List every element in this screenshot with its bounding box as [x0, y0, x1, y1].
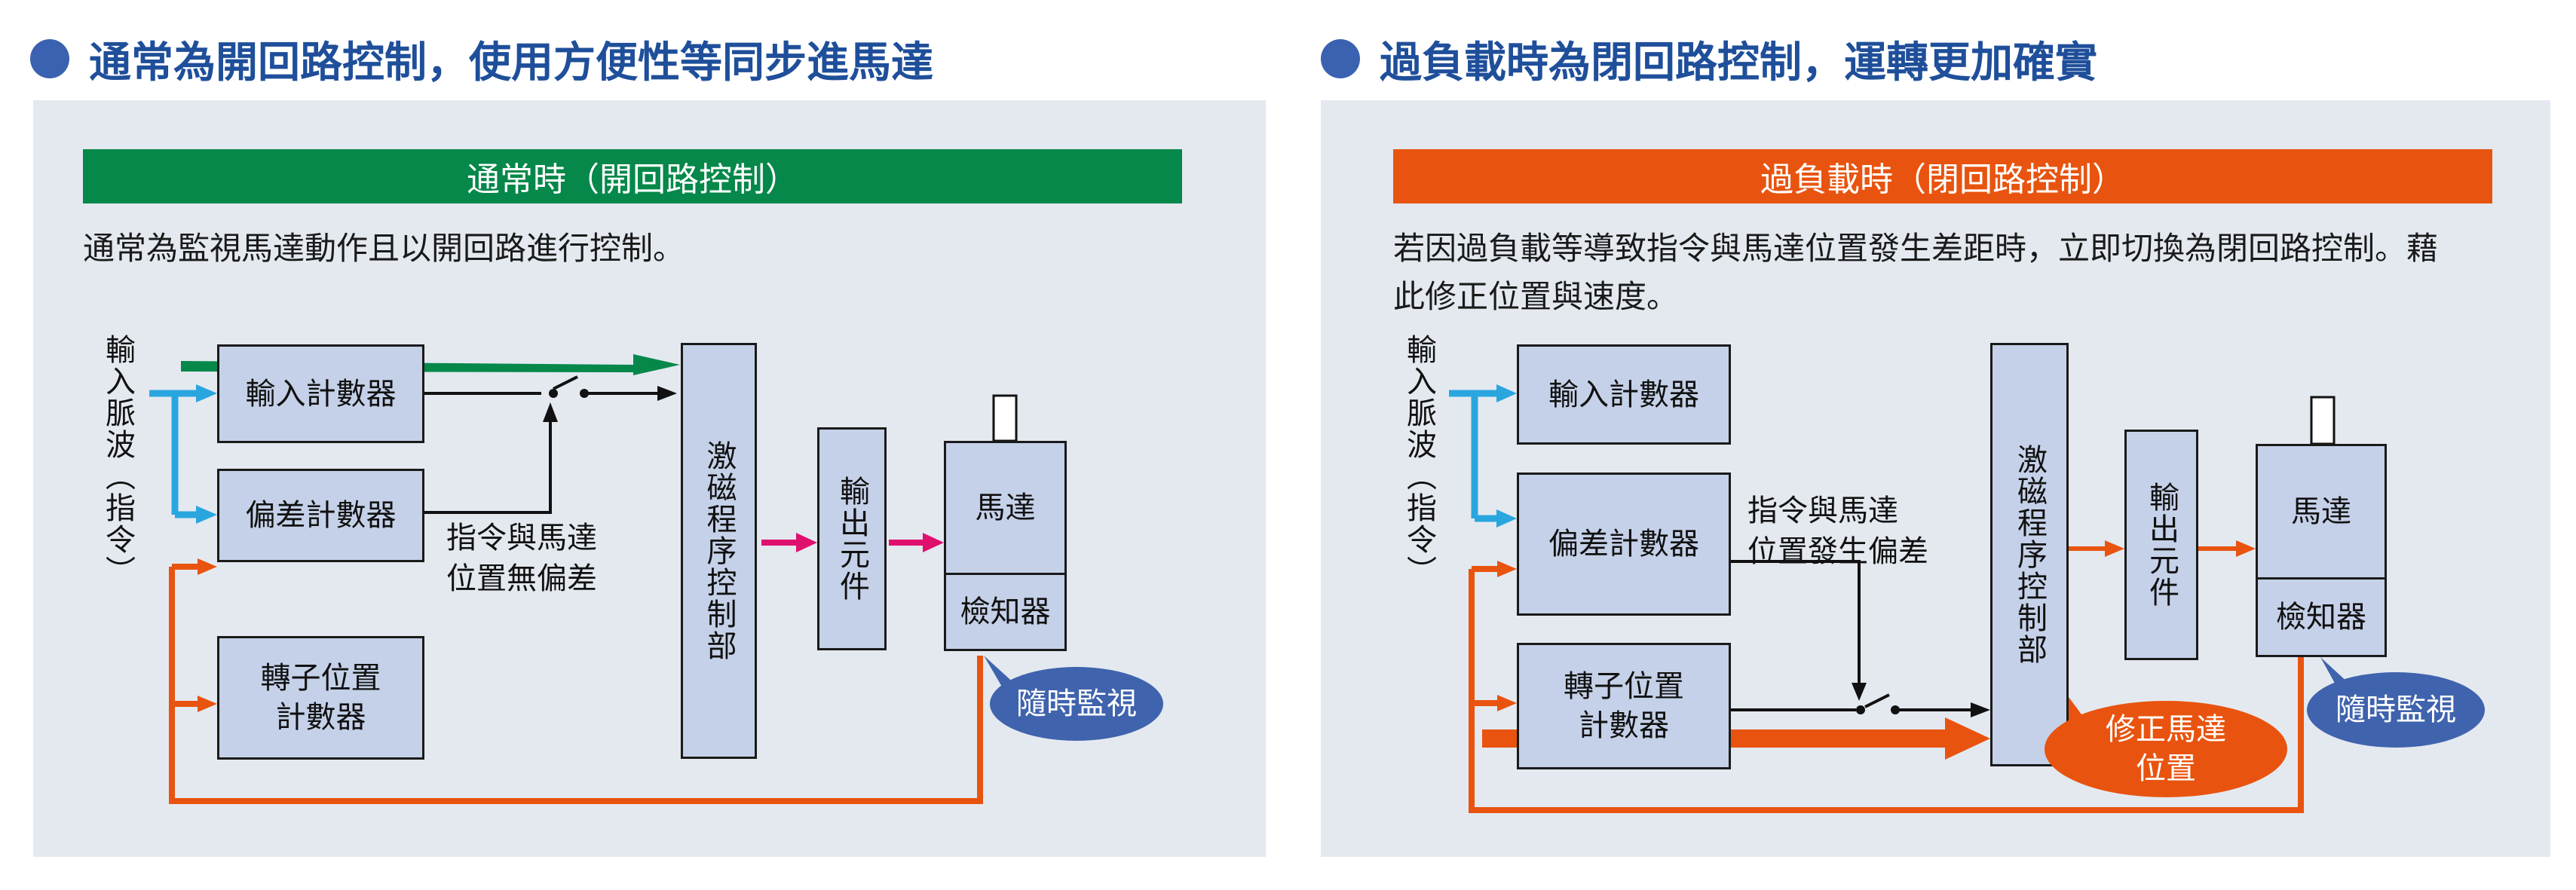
right-panel-heading: 過負載時為閉回路控制，運轉更加確實: [1321, 29, 2097, 89]
left-panel-heading: 通常為開回路控制，使用方便性等同步進馬達: [30, 29, 933, 89]
rotor-counter-line1: 轉子位置: [260, 661, 381, 696]
left-mode-banner: 通常時（開回路控制）: [83, 149, 1182, 203]
rotor-counter-line1: 轉子位置: [1564, 669, 1684, 704]
right-detector: 檢知器: [2256, 577, 2387, 657]
bullet-dot-icon: [30, 39, 69, 78]
right-description-line2: 此修正位置與速度。: [1393, 278, 1679, 315]
left-detector: 檢知器: [944, 573, 1067, 651]
right-output-element: 輸出元件: [2124, 430, 2198, 660]
rotor-counter-line2: 計數器: [275, 700, 366, 735]
right-deviation-counter: 偏差計數器: [1517, 473, 1731, 616]
right-correct-position-bubble: 修正馬達 位置: [2045, 701, 2287, 797]
rotor-counter-line2: 計數器: [1579, 708, 1669, 743]
right-monitor-bubble: 隨時監視: [2307, 672, 2485, 748]
right-mode-banner: 過負載時（閉回路控制）: [1393, 149, 2492, 203]
left-rotor-position-counter: 轉子位置 計數器: [217, 636, 424, 760]
left-deviation-counter: 偏差計數器: [217, 469, 424, 562]
correct-bubble-line1: 修正馬達: [2106, 712, 2226, 747]
left-note-line1: 指令與馬達: [446, 521, 597, 555]
left-input-counter: 輸入計數器: [217, 344, 424, 443]
left-heading-text: 通常為開回路控制，使用方便性等同步進馬達: [89, 38, 933, 87]
left-description: 通常為監視馬達動作且以開回路進行控制。: [83, 230, 685, 267]
right-input-counter: 輸入計數器: [1517, 344, 1731, 445]
bullet-dot-icon: [1321, 39, 1360, 78]
left-motor: 馬達: [944, 441, 1067, 575]
right-note-line1: 指令與馬達: [1747, 494, 1898, 528]
left-monitor-bubble: 隨時監視: [990, 667, 1163, 741]
right-description-line1: 若因過負載等導致指令與馬達位置發生差距時，立即切換為閉回路控制。藉: [1393, 230, 2439, 267]
left-input-pulse-label: 輸入脈波（指令）: [100, 334, 135, 587]
left-output-element: 輸出元件: [817, 427, 887, 650]
right-input-pulse-label: 輸入脈波（指令）: [1401, 334, 1436, 587]
correct-bubble-line2: 位置: [2136, 751, 2196, 786]
right-heading-text: 過負載時為閉回路控制，運轉更加確實: [1380, 38, 2097, 87]
right-excitation-sequence-control: 激磁程序控制部: [1990, 343, 2069, 766]
right-note-line2: 位置發生偏差: [1747, 534, 1928, 569]
right-motor: 馬達: [2256, 444, 2387, 580]
right-rotor-position-counter: 轉子位置 計數器: [1517, 643, 1731, 769]
left-excitation-sequence-control: 激磁程序控制部: [681, 343, 757, 759]
left-note-line2: 位置無偏差: [446, 561, 597, 596]
